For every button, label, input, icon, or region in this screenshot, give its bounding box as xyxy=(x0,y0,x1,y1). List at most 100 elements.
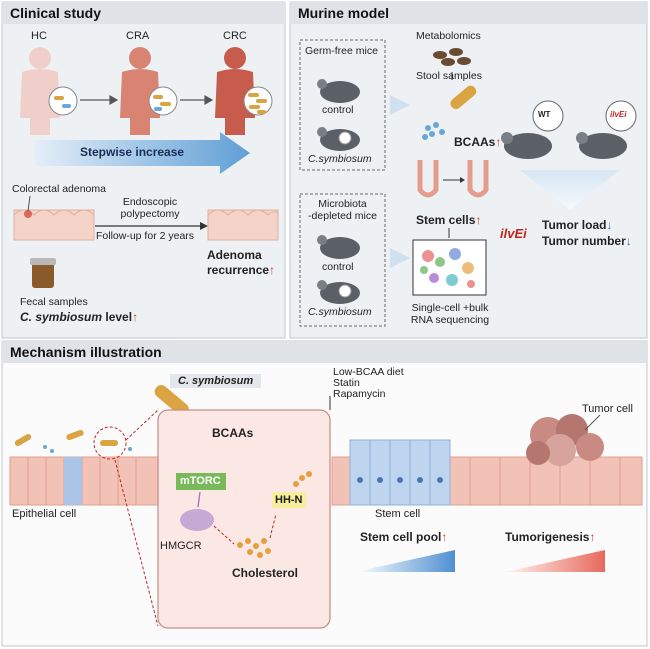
crypt-illustration xyxy=(417,160,489,198)
flow-chevrons xyxy=(390,95,410,268)
epithelial-cell-label: Epithelial cell xyxy=(12,508,77,520)
mouse-wt xyxy=(501,100,564,159)
stem-cell-pool-text: Stem cell pool xyxy=(360,530,442,544)
stage-crc: CRC xyxy=(223,30,247,42)
symbiosum-level-label: C. symbiosum level↑ xyxy=(20,310,138,324)
up-arrow-icon: ↑ xyxy=(589,530,596,544)
depleted-line1: Microbiota xyxy=(318,198,367,210)
bcaas-text: BCAAs xyxy=(454,135,496,149)
control-label-1: control xyxy=(322,104,354,116)
procedure-line1: Endoscopic xyxy=(122,196,178,208)
cholesterol-molecules xyxy=(237,538,271,558)
mechanism-title: Mechanism illustration xyxy=(10,344,162,360)
followup-label: Follow-up for 2 years xyxy=(96,230,195,242)
procedure-label: Endoscopic polypectomy xyxy=(110,196,190,220)
inhibitors-label: Low-BCAA diet Statin Rapamycin xyxy=(333,367,404,400)
mouse-control-1 xyxy=(317,79,360,103)
clinical-study-title: Clinical study xyxy=(10,5,102,21)
down-arrow-icon: ↓ xyxy=(606,218,613,232)
murine-model-title: Murine model xyxy=(298,5,390,21)
sequencing-box xyxy=(412,239,487,296)
mouse-symbiosum-2 xyxy=(317,280,360,304)
tumor-cell-label: Tumor cell xyxy=(582,403,633,415)
bcaas-label-mechanism: BCAAs xyxy=(212,426,254,440)
sequencing-label: Single-cell +bulk RNA sequencing xyxy=(404,302,496,326)
ilvei-tag: ilvEi xyxy=(610,110,627,119)
symbiosum-label-1: C.symbiosum xyxy=(308,153,372,165)
bacterium-mechanism xyxy=(154,385,189,416)
hhn-label: HH-N xyxy=(275,494,303,506)
bcaa-dots-murine xyxy=(422,122,445,140)
wt-tag: WT xyxy=(538,110,551,119)
mtorc-badge xyxy=(176,473,226,490)
up-arrow-icon: ↑ xyxy=(132,310,139,324)
control-label-2: control xyxy=(322,261,354,273)
stem-cells-text: Stem cells xyxy=(416,213,476,227)
bacterium-murine xyxy=(450,85,477,110)
crypt-arrow xyxy=(443,177,465,183)
stage-cra: CRA xyxy=(126,30,150,42)
colorectal-adenoma-label: Colorectal adenoma xyxy=(12,183,106,195)
mouse-symbiosum-1 xyxy=(317,127,360,151)
tumorigenesis-wedge xyxy=(505,550,605,572)
tumorigenesis-label: Tumorigenesis↑ xyxy=(505,530,595,544)
germfree-label: Germ-free mice xyxy=(305,45,378,57)
fecal-samples-label: Fecal samples xyxy=(20,296,88,308)
procedure-arrow xyxy=(95,222,208,230)
microbiota-depleted-box xyxy=(299,193,386,327)
inhibitor-3: Rapamycin xyxy=(333,388,386,400)
recurrence-line1: Adenoma xyxy=(207,248,262,262)
tumorigenesis-text: Tumorigenesis xyxy=(505,530,590,544)
germfree-mice-box xyxy=(299,39,386,171)
seq-line2: RNA sequencing xyxy=(410,314,490,326)
colon-tissue-right xyxy=(207,209,279,241)
human-figure-cra xyxy=(120,47,160,135)
epithelium-left xyxy=(9,456,161,506)
zoom-lines xyxy=(114,409,159,627)
stepwise-increase-label: Stepwise increase xyxy=(80,145,185,159)
seq-line1: Single-cell +bulk xyxy=(411,302,489,314)
up-arrow-icon: ↑ xyxy=(269,263,276,277)
stem-cell-pool-label: Stem cell pool↑ xyxy=(360,530,447,544)
tumor-number-label: Tumor number↓ xyxy=(542,234,632,248)
level-word: level xyxy=(105,310,133,324)
hmgcr-label: HMGCR xyxy=(160,540,202,552)
gut-microbe-insets xyxy=(48,86,273,116)
stage-hc: HC xyxy=(31,30,47,42)
mtorc-label: mTORC xyxy=(180,475,221,487)
ilvei-label: ilvEi xyxy=(500,226,527,241)
tumor-load-text: Tumor load xyxy=(542,218,607,232)
colon-tissue-left xyxy=(13,209,95,241)
stem-cells-label: Stem cells↑ xyxy=(416,213,481,227)
recurrence-line2: recurrence xyxy=(207,263,270,277)
depleted-line2: -depleted mice xyxy=(308,210,377,222)
human-figure-hc xyxy=(20,47,60,135)
stem-cell-label: Stem cell xyxy=(375,508,421,520)
mouse-ilvei xyxy=(576,100,637,159)
stool-pellets xyxy=(433,48,471,66)
recurrence-label: Adenoma recurrence↑ xyxy=(207,248,275,278)
tumor-load-label: Tumor load↓ xyxy=(542,218,612,232)
tumor-mass xyxy=(526,414,604,466)
human-figure-crc xyxy=(215,47,255,135)
inhibitor-2: Statin xyxy=(333,377,360,389)
tumor-number-text: Tumor number xyxy=(542,234,626,248)
lumen-bacteria xyxy=(14,429,132,453)
up-arrow-icon: ↑ xyxy=(441,530,448,544)
symbiosum-label-2: C.symbiosum xyxy=(308,306,372,318)
up-arrow-icon: ↑ xyxy=(475,213,482,227)
hhn-badge xyxy=(272,492,306,508)
metabolomics-label: Metabolomics xyxy=(416,30,481,42)
fecal-sample-tube xyxy=(30,258,56,288)
tumor-pointer xyxy=(584,414,601,431)
hmgcr-protein xyxy=(180,491,214,531)
zoom-circle xyxy=(93,426,127,460)
mouse-control-2 xyxy=(317,235,360,259)
stem-cell-pool-wedge xyxy=(355,550,455,572)
stool-samples-label: Stool samples xyxy=(416,70,482,82)
epithelium-right xyxy=(331,439,643,506)
adenoma-pointer xyxy=(27,195,31,212)
cholesterol-label: Cholesterol xyxy=(232,566,299,580)
funnel-triangle xyxy=(520,170,620,210)
